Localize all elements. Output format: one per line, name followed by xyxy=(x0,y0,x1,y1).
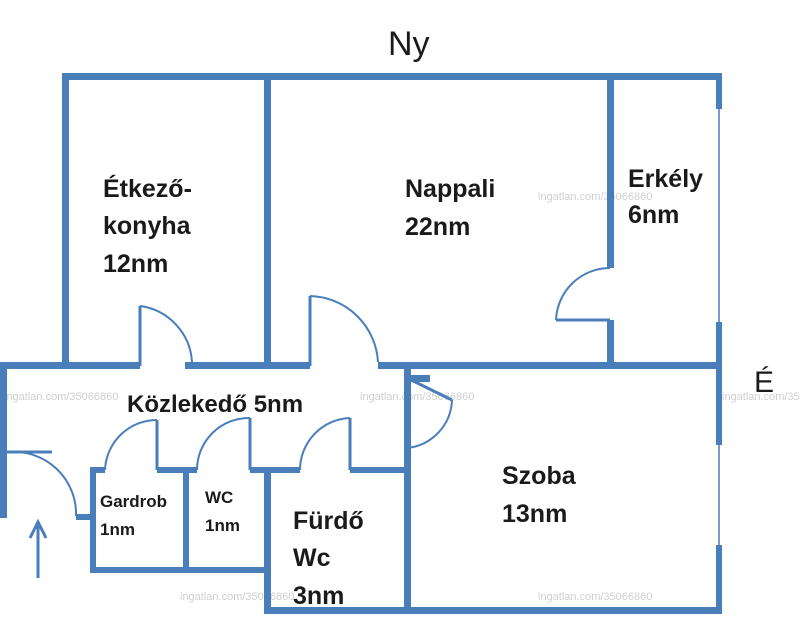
wall xyxy=(62,73,69,368)
room-area-furdo: 3nm xyxy=(293,582,344,610)
compass-west-label: Ny xyxy=(388,25,430,63)
wall xyxy=(183,467,189,573)
wall xyxy=(350,467,410,473)
compass-north-label: É xyxy=(754,366,774,399)
door-swing xyxy=(406,399,453,449)
wall xyxy=(90,467,96,573)
room-area-nappali: 22nm xyxy=(405,213,470,241)
room-area-wc: 1nm xyxy=(205,516,240,535)
room-label-etkezo-line1: Étkező- xyxy=(103,174,192,203)
wall xyxy=(404,607,722,614)
watermark-text: ingatlan.com/35066860 xyxy=(180,591,294,603)
door-swing xyxy=(555,267,611,321)
door-swing xyxy=(309,295,379,363)
wall xyxy=(404,375,430,382)
wall xyxy=(0,362,140,369)
wall xyxy=(157,467,197,473)
watermark-text: ingatlan.com/35066860 xyxy=(4,391,118,403)
room-area-gardrob: 1nm xyxy=(100,520,135,539)
wall xyxy=(264,607,414,614)
wall xyxy=(716,545,722,614)
door-swing xyxy=(299,417,351,471)
watermarks: ingatlan.com/35066860 ingatlan.com/35066… xyxy=(4,191,800,603)
room-area-erkely: 6nm xyxy=(628,201,679,229)
door-swing xyxy=(139,305,193,363)
wall xyxy=(250,467,300,473)
room-label-kozlekedo: Közlekedő 5nm xyxy=(127,391,303,418)
room-label-erkely: Erkély xyxy=(628,165,703,193)
watermark-text: ingatlan.com/35066860 xyxy=(538,591,652,603)
wall xyxy=(90,567,271,573)
room-label-etkezo-line2: konyha xyxy=(103,212,192,240)
room-label-wc: WC xyxy=(205,488,233,507)
watermark-text: ingatlan.com/35066860 xyxy=(722,391,800,403)
wall xyxy=(607,73,614,268)
wall xyxy=(0,452,7,518)
door-swing xyxy=(104,419,158,471)
windows xyxy=(88,75,720,545)
wall xyxy=(404,369,411,614)
room-label-furdo-line2: Wc xyxy=(293,544,331,572)
room-label-gardrob: Gardrob xyxy=(100,492,167,511)
watermark-text: ingatlan.com/35066860 xyxy=(538,191,652,203)
wall xyxy=(76,514,90,520)
wall xyxy=(607,320,614,368)
wall xyxy=(716,322,722,368)
room-area-etkezo: 12nm xyxy=(103,250,168,278)
wall xyxy=(378,362,722,369)
watermark-text: ingatlan.com/35066860 xyxy=(360,391,474,403)
wall xyxy=(0,362,7,452)
wall xyxy=(264,467,271,614)
wall xyxy=(716,73,722,109)
wall xyxy=(90,467,105,473)
wall xyxy=(185,362,310,369)
room-label-nappali: Nappali xyxy=(405,175,495,203)
up-arrow-icon xyxy=(28,518,48,578)
doors xyxy=(4,267,611,517)
wall xyxy=(716,369,722,445)
door-leaf xyxy=(406,376,453,402)
wall xyxy=(264,73,271,368)
room-label-furdo-line1: Fürdő xyxy=(293,507,364,535)
door-swing xyxy=(196,416,251,471)
room-area-szoba: 13nm xyxy=(502,500,567,528)
door-swing xyxy=(9,450,78,517)
room-label-szoba: Szoba xyxy=(502,462,577,490)
